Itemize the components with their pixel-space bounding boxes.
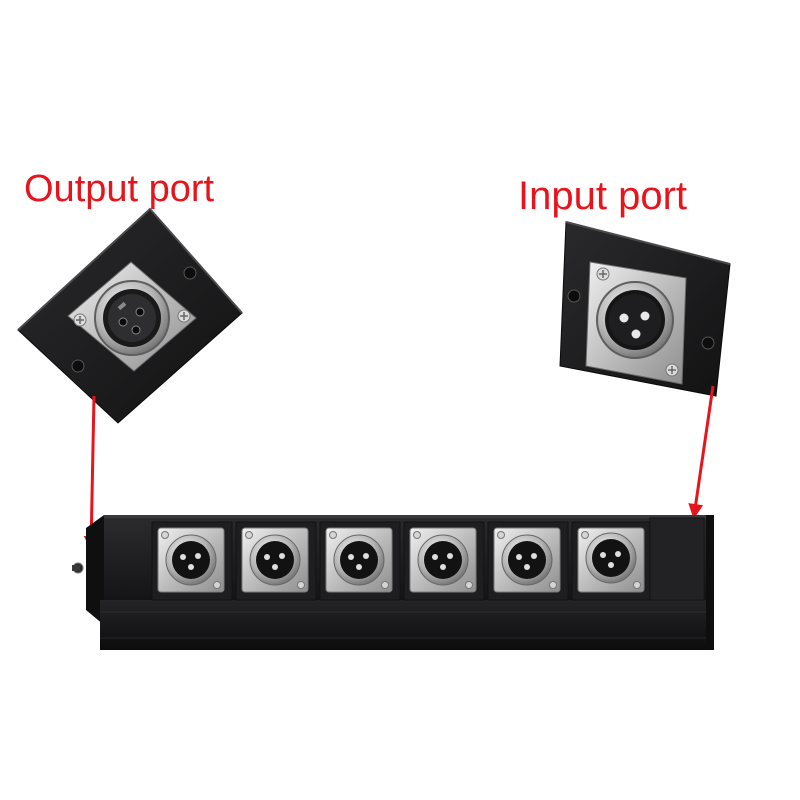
output-port-label: Output port: [24, 168, 215, 210]
input-port-callout: [559, 221, 731, 397]
connector-4: [403, 521, 485, 601]
connector-6: [571, 521, 651, 601]
connector-2: [235, 521, 317, 601]
input-arrow: [688, 385, 715, 519]
input-port-label: Input port: [518, 174, 688, 218]
output-arrow: [83, 395, 99, 551]
connector-5: [487, 521, 569, 601]
connector-3: [319, 521, 401, 601]
connector-1: [151, 521, 233, 601]
output-port-callout: [17, 207, 243, 424]
